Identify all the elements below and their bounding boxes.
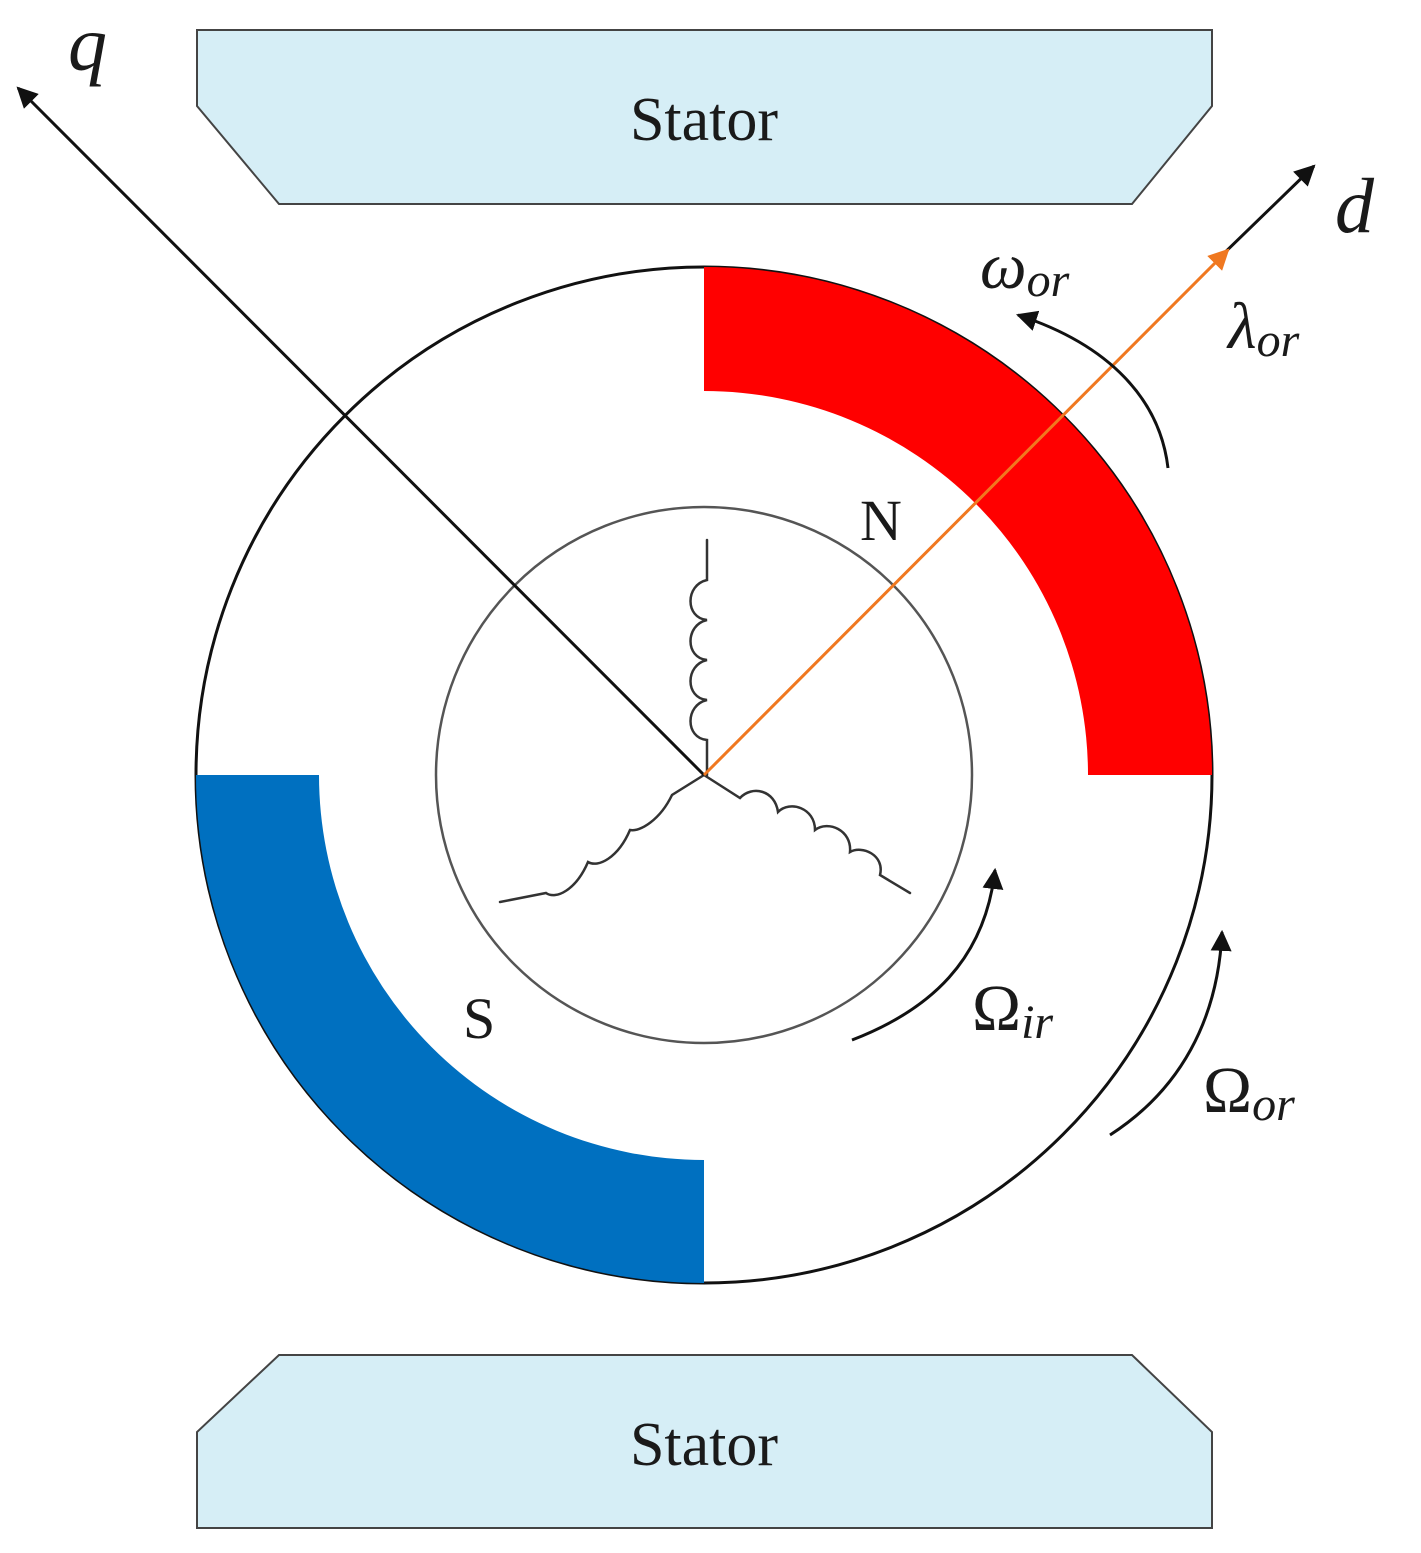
lambda-or-sub: or	[1257, 314, 1300, 367]
lambda-or-main: λ	[1226, 290, 1257, 363]
q-axis-label: q	[68, 0, 107, 87]
omega-or-outer-rotation-arrow	[1109, 929, 1232, 1137]
d-axis	[1213, 164, 1316, 264]
stator-bottom-shape	[196, 1354, 1213, 1529]
flux-linkage-vector	[702, 248, 1230, 777]
Omega-or-label: Ωor	[1203, 1054, 1295, 1131]
stator-top: Stator	[196, 29, 1213, 205]
Omega-or-sub: or	[1252, 1078, 1295, 1131]
Omega-ir-label: Ωir	[972, 972, 1053, 1049]
south-pole-label: S	[463, 986, 495, 1051]
inner-rotor-circle	[434, 505, 974, 1045]
north-pole-magnet	[704, 267, 1212, 775]
omega-or-label: ωor	[980, 230, 1070, 307]
lambda-or-label: λor	[1226, 290, 1300, 367]
south-pole-magnet	[196, 775, 704, 1283]
q-axis	[16, 86, 706, 777]
omega-or-rotation-arrow	[1016, 310, 1170, 469]
stator-top-label: Stator	[630, 86, 778, 154]
stator-top-shape	[196, 29, 1213, 205]
stator-bottom-label: Stator	[630, 1411, 778, 1479]
omega-or-sub: or	[1027, 254, 1070, 307]
Omega-ir-sub: ir	[1021, 996, 1053, 1049]
three-phase-windings	[498, 538, 912, 904]
winding-phase-b	[498, 773, 706, 904]
omega-ir-rotation-arrow	[851, 867, 1004, 1042]
stator-bottom: Stator	[196, 1354, 1213, 1529]
winding-phase-a	[689, 538, 709, 777]
winding-phase-c	[702, 773, 912, 895]
Omega-ir-main: Ω	[972, 972, 1021, 1045]
north-pole-label: N	[860, 488, 902, 553]
Omega-or-main: Ω	[1203, 1054, 1252, 1127]
omega-or-main: ω	[980, 230, 1027, 303]
d-axis-label: d	[1335, 162, 1375, 249]
